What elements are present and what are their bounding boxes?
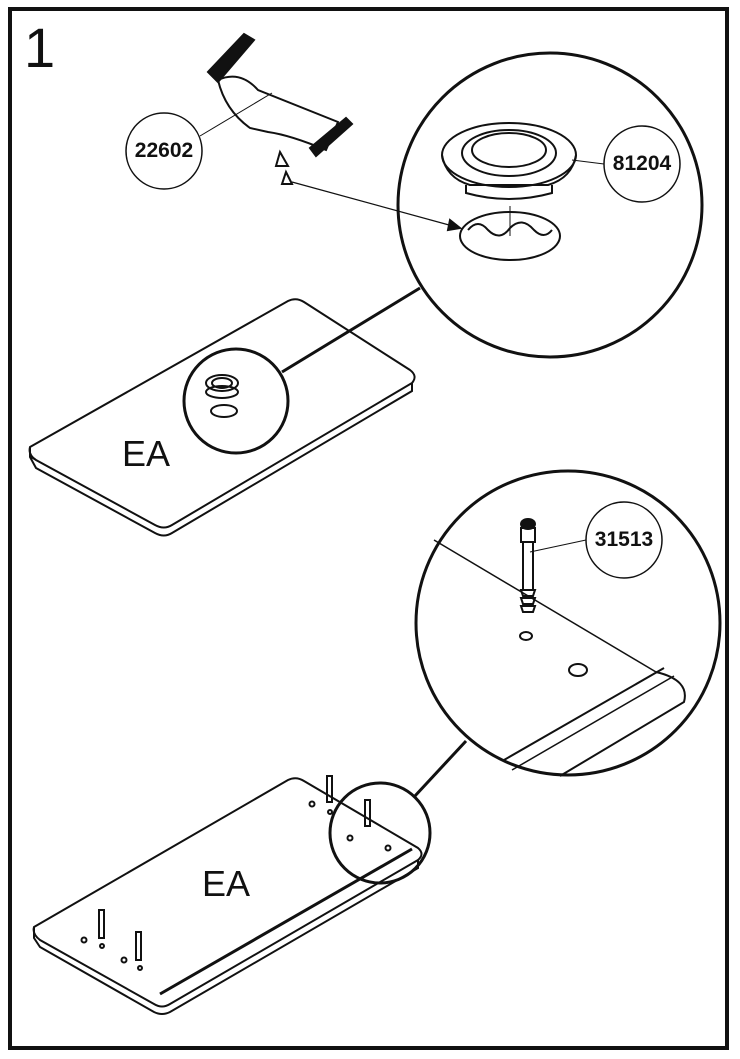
part-bubble-81204 — [571, 125, 681, 203]
panel-label-bottom: EA — [202, 863, 251, 904]
detail-circle-small-bottom — [328, 781, 432, 885]
part-bubble-22602 — [125, 92, 273, 190]
instruction-frame — [8, 7, 729, 1050]
connector-line-top — [281, 286, 421, 374]
part-number-insert: 81204 — [612, 152, 672, 175]
detail-circle-large-bottom — [414, 469, 722, 777]
dowel-small-2 — [364, 799, 371, 827]
dowel-pin-icon — [519, 518, 537, 613]
glue-arrow-line — [291, 181, 461, 229]
glue-arrow-head — [446, 218, 463, 232]
part-number-dowel: 31513 — [594, 528, 654, 551]
detail-circle-small-top — [182, 347, 290, 455]
dowel-small-1 — [326, 775, 333, 803]
panel-bottom — [32, 777, 423, 1015]
part-bubble-31513 — [529, 501, 663, 579]
detail-circle-large-top — [396, 51, 704, 359]
panel-label-top: EA — [122, 433, 171, 474]
connector-line-bottom — [412, 739, 468, 799]
panel-top — [28, 298, 416, 537]
dowel-small-4 — [135, 931, 142, 961]
dowel-small-3 — [98, 909, 105, 939]
part-number-glue: 22602 — [134, 139, 194, 162]
glue-bottle-icon — [206, 32, 354, 185]
step-number: 1 — [24, 16, 56, 79]
